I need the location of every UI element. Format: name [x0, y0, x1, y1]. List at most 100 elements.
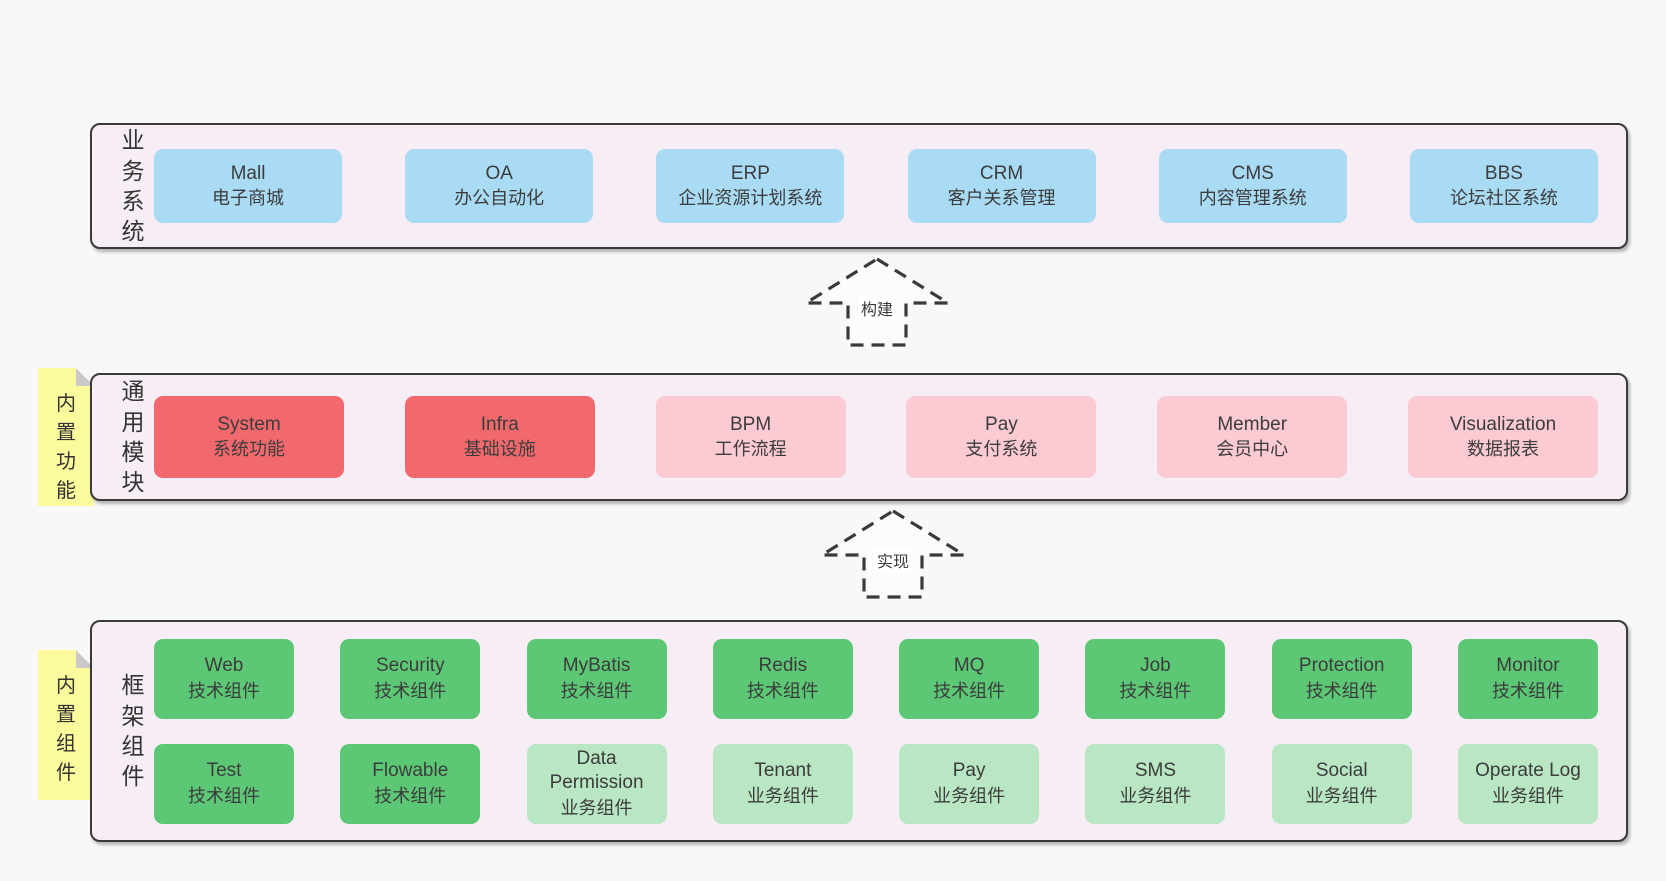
implement-arrow-icon: 实现	[818, 508, 968, 600]
box-title: Monitor	[1496, 655, 1560, 677]
panel-label-business-systems: 业务系统	[121, 127, 145, 245]
box-bpm: BPM 工作流程	[655, 396, 846, 478]
box-title: Member	[1217, 413, 1288, 435]
box-title: Data Permission	[549, 748, 644, 794]
box-title: Visualization	[1449, 413, 1557, 435]
folded-corner-icon	[76, 650, 94, 668]
box-title: CMS	[1231, 162, 1274, 184]
box-subtitle: 业务组件	[1119, 785, 1192, 806]
box-subtitle: 技术组件	[746, 680, 819, 701]
box-operate-log: Operate Log 业务组件	[1457, 743, 1598, 824]
box-subtitle: 企业资源计划系统	[678, 188, 823, 208]
box-title: BPM	[730, 413, 772, 435]
box-member: Member 会员中心	[1157, 396, 1348, 478]
framework-components-row-1: Web 技术组件 Security 技术组件 MyBatis 技术组件 Redi…	[154, 638, 1598, 719]
box-subtitle: 业务组件	[1305, 785, 1378, 806]
box-subtitle: 技术组件	[188, 785, 260, 806]
box-title: MQ	[953, 655, 985, 677]
sticky-note-label: 内置功能	[56, 393, 76, 502]
box-subtitle: 技术组件	[1491, 680, 1564, 701]
box-title: Pay	[952, 760, 986, 782]
sticky-note-builtin-components: 内置组件	[38, 650, 94, 800]
box-mall: Mall 电子商城	[154, 149, 342, 223]
box-subtitle: 内容管理系统	[1198, 188, 1307, 208]
box-title: OA	[485, 162, 513, 184]
box-system: System 系统功能	[154, 396, 344, 478]
box-title: Social	[1315, 760, 1368, 782]
box-erp: ERP 企业资源计划系统	[656, 149, 845, 223]
sticky-note-label: 内置组件	[56, 675, 76, 784]
box-oa: OA 办公自动化	[405, 149, 594, 223]
box-subtitle: 论坛社区系统	[1449, 188, 1558, 208]
box-title: Job	[1140, 655, 1171, 677]
box-subtitle: 技术组件	[560, 680, 633, 701]
box-cms: CMS 内容管理系统	[1158, 149, 1347, 223]
box-subtitle: 技术组件	[1305, 680, 1378, 701]
box-mybatis: MyBatis 技术组件	[526, 638, 667, 719]
arrow-label-build: 构建	[857, 295, 897, 322]
box-title: MyBatis	[562, 655, 631, 677]
folded-corner-icon	[76, 368, 94, 386]
build-arrow-icon: 构建	[802, 256, 952, 348]
arrow-label-implement: 实现	[873, 547, 913, 574]
panel-label-common-modules: 通用模块	[121, 378, 145, 496]
box-bbs: BBS 论坛社区系统	[1409, 149, 1598, 223]
box-title: Pay	[985, 413, 1018, 435]
box-infra: Infra 基础设施	[404, 396, 595, 478]
box-subtitle: 技术组件	[374, 680, 447, 701]
box-subtitle: 数据报表	[1466, 439, 1539, 459]
panel-business-systems: 业务系统 Mall 电子商城 OA 办公自动化 ERP 企业资源计划系统 CRM…	[90, 123, 1628, 249]
framework-components-grid: Web 技术组件 Security 技术组件 MyBatis 技术组件 Redi…	[154, 638, 1598, 824]
box-subtitle: 业务组件	[1491, 785, 1564, 806]
box-job: Job 技术组件	[1085, 638, 1226, 719]
box-title: Protection	[1298, 655, 1385, 677]
box-subtitle: 办公自动化	[454, 188, 545, 208]
box-title: Operate Log	[1475, 760, 1581, 782]
box-title: SMS	[1134, 760, 1176, 782]
box-title: Redis	[758, 655, 808, 677]
box-security: Security 技术组件	[340, 638, 481, 719]
framework-components-row-2: Test 技术组件 Flowable 技术组件 Data Permission …	[154, 743, 1598, 824]
box-flowable: Flowable 技术组件	[340, 743, 481, 824]
box-mq: MQ 技术组件	[899, 638, 1040, 719]
box-subtitle: 会员中心	[1216, 439, 1289, 459]
box-data-permission: Data Permission 业务组件	[526, 743, 667, 824]
box-subtitle: 技术组件	[933, 680, 1006, 701]
box-title: System	[217, 413, 281, 435]
box-title: Web	[204, 655, 244, 677]
box-subtitle: 支付系统	[965, 439, 1038, 459]
box-title: Tenant	[754, 760, 812, 782]
box-subtitle: 业务组件	[933, 785, 1006, 806]
box-title: Test	[206, 760, 242, 782]
box-web: Web 技术组件	[154, 638, 294, 719]
box-visualization: Visualization 数据报表	[1407, 396, 1598, 478]
box-pay-component: Pay 业务组件	[899, 743, 1040, 824]
box-subtitle: 技术组件	[188, 680, 260, 701]
box-subtitle: 工作流程	[714, 439, 787, 459]
box-title: ERP	[730, 162, 770, 184]
box-pay-module: Pay 支付系统	[906, 396, 1097, 478]
box-subtitle: 电子商城	[212, 188, 284, 208]
box-title: Infra	[480, 413, 519, 435]
box-social: Social 业务组件	[1271, 743, 1412, 824]
box-redis: Redis 技术组件	[712, 638, 853, 719]
box-subtitle: 业务组件	[560, 797, 633, 818]
panel-framework-components: 框架组件 Web 技术组件 Security 技术组件 MyBatis 技术组件…	[90, 620, 1628, 842]
box-subtitle: 技术组件	[374, 785, 447, 806]
box-subtitle: 技术组件	[1119, 680, 1192, 701]
box-title: Security	[375, 655, 445, 677]
box-title: BBS	[1484, 162, 1523, 184]
common-modules-row: System 系统功能 Infra 基础设施 BPM 工作流程 Pay 支付系统…	[154, 396, 1598, 478]
box-title: CRM	[979, 162, 1024, 184]
box-subtitle: 业务组件	[746, 785, 819, 806]
box-tenant: Tenant 业务组件	[712, 743, 853, 824]
box-monitor: Monitor 技术组件	[1457, 638, 1598, 719]
box-test: Test 技术组件	[154, 743, 294, 824]
panel-common-modules: 通用模块 System 系统功能 Infra 基础设施 BPM 工作流程 Pay…	[90, 373, 1628, 501]
box-subtitle: 基础设施	[463, 439, 536, 459]
box-protection: Protection 技术组件	[1271, 638, 1412, 719]
box-subtitle: 客户关系管理	[947, 188, 1056, 208]
box-subtitle: 系统功能	[213, 439, 285, 459]
box-crm: CRM 客户关系管理	[907, 149, 1096, 223]
box-title: Mall	[230, 162, 266, 184]
